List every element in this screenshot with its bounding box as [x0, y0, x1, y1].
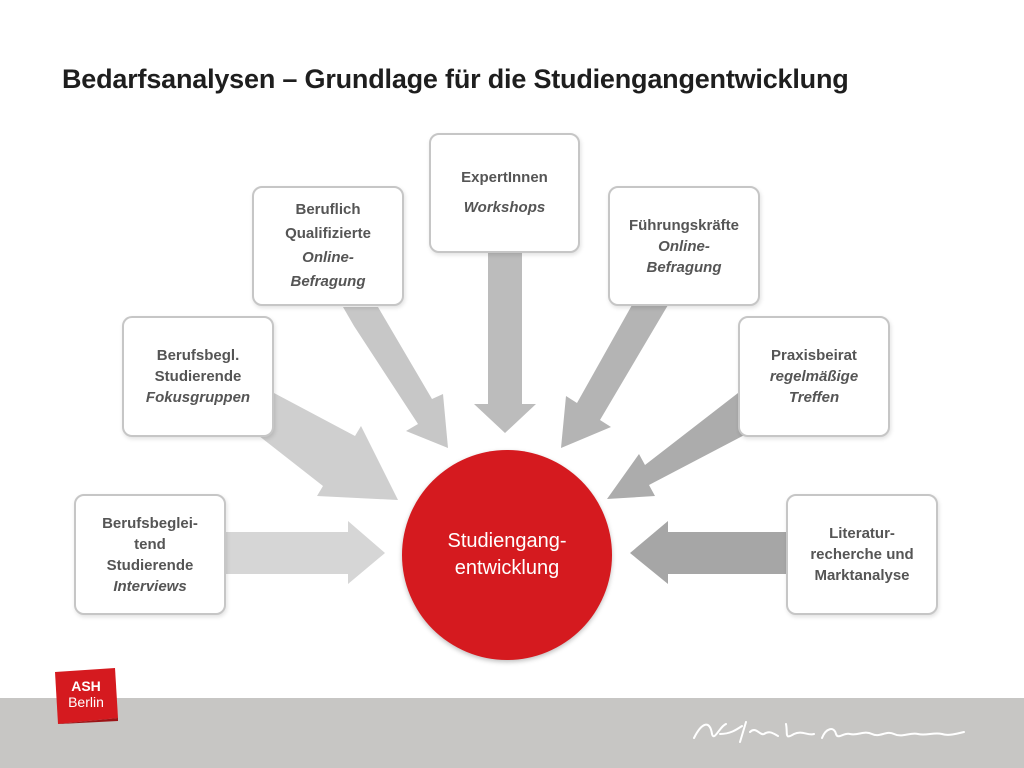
box-fuehrung-line2: Online-	[658, 237, 710, 255]
ash-logo-text: ASH Berlin	[60, 678, 112, 710]
box-berufsbegl-line3: Fokusgruppen	[145, 389, 251, 406]
logo-line1: ASH	[71, 678, 101, 694]
box-berufsbegl-line2: Studierende	[154, 368, 242, 385]
arrow-berufsbegl	[254, 393, 398, 500]
box-expertinnen-title: ExpertInnen	[461, 169, 548, 186]
box-praxisbeirat-line3: Treffen	[788, 389, 840, 406]
box-berufsbegleitend-line4: Interviews	[113, 577, 187, 595]
box-berufsbegl: Berufsbegl. Studierende Fokusgruppen	[122, 316, 274, 437]
center-node: Studiengang- entwicklung	[402, 450, 612, 660]
logo-line2: Berlin	[68, 694, 104, 710]
box-literatur-line1: Literatur-	[829, 525, 895, 542]
box-literatur: Literatur- recherche und Marktanalyse	[786, 494, 938, 615]
box-praxisbeirat: Praxisbeirat regelmäßige Treffen	[738, 316, 890, 437]
center-node-line1: Studiengang-	[447, 530, 567, 552]
box-berufsbegl-line1: Berufsbegl.	[156, 347, 240, 364]
box-beruflich-line4: Befragung	[290, 273, 366, 290]
box-praxisbeirat-line2: regelmäßige	[769, 368, 859, 385]
box-fuehrung-line3: Befragung	[646, 258, 722, 276]
ash-logo-icon	[55, 668, 118, 724]
box-berufsbegleitend-line2: tend	[134, 535, 166, 553]
arrow-literatur	[630, 521, 788, 584]
box-berufsbegleitend: Berufsbeglei- tend Studierende Interview…	[74, 494, 226, 615]
box-praxisbeirat-line1: Praxisbeirat	[771, 347, 857, 364]
box-fuehrung: Führungskräfte Online- Befragung	[608, 186, 760, 306]
arrow-berufsbegleitend	[225, 521, 385, 584]
box-expertinnen: ExpertInnen Workshops	[429, 133, 580, 253]
box-literatur-line2: recherche und	[810, 546, 914, 563]
footer-band	[0, 698, 1024, 768]
box-beruflich-line2: Qualifizierte	[285, 225, 371, 242]
box-literatur-line3: Marktanalyse	[814, 567, 910, 584]
page-title: Bedarfsanalysen – Grundlage für die Stud…	[62, 64, 849, 94]
box-beruflich-line3: Online-	[302, 249, 354, 266]
center-node-line2: entwicklung	[454, 557, 560, 579]
arrow-fuehrung	[561, 305, 668, 448]
box-beruflich: Beruflich Qualifizierte Online- Befragun…	[252, 186, 404, 306]
arrow-beruflich	[343, 307, 448, 448]
box-fuehrung-line1: Führungskräfte	[628, 216, 739, 234]
box-berufsbegleitend-line3: Studierende	[106, 556, 194, 574]
box-berufsbegleitend-line1: Berufsbeglei-	[102, 514, 198, 532]
arrow-expertinnen	[474, 252, 536, 433]
box-beruflich-line1: Beruflich	[295, 201, 361, 218]
arrow-praxisbeirat	[607, 393, 754, 499]
signature-icon	[693, 721, 965, 743]
box-expertinnen-method: Workshops	[463, 199, 546, 216]
